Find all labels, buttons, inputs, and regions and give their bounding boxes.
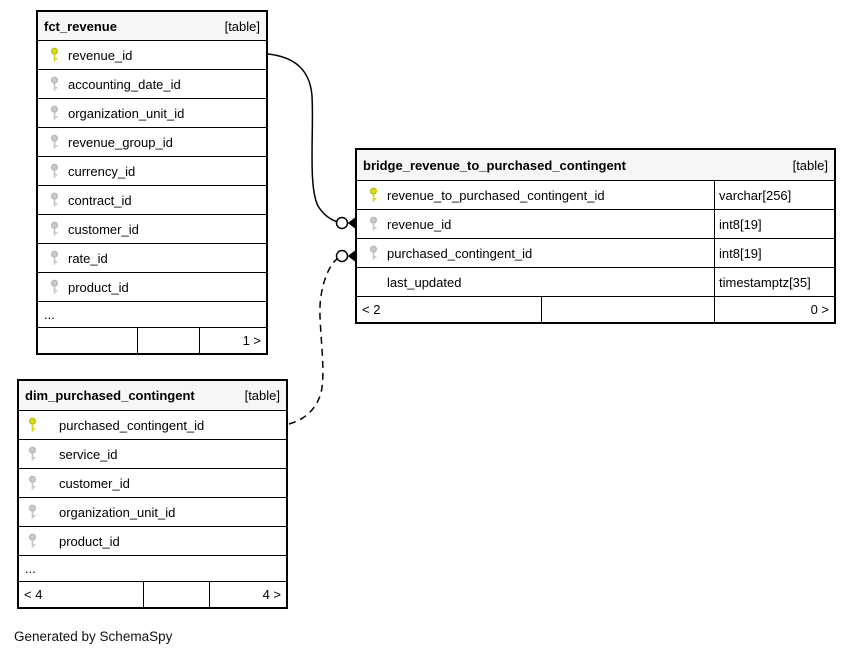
column-row: currency_id [38,156,266,185]
column-row: organization_unit_id [38,98,266,127]
table-bridge-revenue-to-purchased-contingent[interactable]: bridge_revenue_to_purchased_contingent [… [355,148,836,324]
column-type: timestamptz[35] [719,274,811,290]
column-name: organization_unit_id [59,504,176,520]
footer-middle [138,328,200,353]
column-row: revenue_group_id [38,127,266,156]
zero-or-one-circle [335,216,349,230]
footer-middle [144,582,210,607]
table-header[interactable]: bridge_revenue_to_purchased_contingent [… [357,150,834,180]
footer-related-out: 1 > [242,333,261,348]
relationship-dim-purchased-contingent-to-bridge [288,249,355,425]
table-footer: < 4 4 > [19,581,286,607]
primary-key-icon [50,47,59,62]
column-name: purchased_contingent_id [387,245,533,261]
table-header[interactable]: fct_revenue [table] [38,12,266,40]
column-name: product_id [59,533,120,549]
foreign-key-icon [50,134,59,149]
column-name: contract_id [68,192,132,208]
table-name[interactable]: fct_revenue [44,18,117,34]
column-row: rate_id [38,243,266,272]
foreign-key-icon [28,475,37,490]
column-row-purchased-contingent-id: purchased_contingent_id int8[19] [357,238,834,267]
column-name: rate_id [68,250,108,266]
foreign-key-icon [50,76,59,91]
column-row-revenue-id: revenue_id int8[19] [357,209,834,238]
column-type: int8[19] [719,216,762,232]
column-row-last-updated: last_updated timestamptz[35] [357,267,834,296]
column-name: currency_id [68,163,136,179]
column-row-revenue-to-purchased-contingent-id: revenue_to_purchased_contingent_id varch… [357,180,834,209]
foreign-key-icon [50,250,59,265]
column-row: customer_id [38,214,266,243]
primary-key-icon [28,417,37,432]
column-type: int8[19] [719,245,762,261]
table-footer: 1 > [38,327,266,353]
table-footer: < 2 0 > [357,296,834,322]
column-name: accounting_date_id [68,76,181,92]
column-name: customer_id [59,475,130,491]
table-type-badge: [table] [792,157,828,173]
footer-related-out: 4 > [262,587,281,602]
foreign-key-icon [28,533,37,548]
column-name: service_id [59,446,118,462]
fk-arrowhead [347,217,355,229]
foreign-key-icon [369,245,378,260]
foreign-key-icon [50,192,59,207]
column-name: customer_id [68,221,139,237]
table-type-badge: [table] [244,388,280,403]
footer-middle [542,297,715,322]
foreign-key-icon [50,105,59,120]
foreign-key-icon [28,446,37,461]
fk-arrowhead [347,250,355,262]
footer-related-out: 0 > [810,302,829,317]
column-row: accounting_date_id [38,69,266,98]
column-name: revenue_id [387,216,452,232]
column-name: last_updated [387,274,462,290]
generated-by-credit: Generated by SchemaSpy [14,629,173,644]
column-row: product_id [19,526,286,555]
column-row: organization_unit_id [19,497,286,526]
column-row-revenue-id: revenue_id [38,40,266,69]
table-type-badge: [table] [224,18,260,34]
foreign-key-icon [50,163,59,178]
column-name: purchased_contingent_id [59,417,205,433]
more-columns-ellipsis: ... [38,301,266,327]
column-row: customer_id [19,468,286,497]
relationship-fct-revenue-to-bridge [267,53,355,230]
foreign-key-icon [50,279,59,294]
more-columns-ellipsis: ... [19,555,286,581]
foreign-key-icon [369,216,378,231]
column-row-purchased-contingent-id: purchased_contingent_id [19,410,286,439]
table-name[interactable]: bridge_revenue_to_purchased_contingent [363,157,626,173]
column-row: product_id [38,272,266,301]
table-header[interactable]: dim_purchased_contingent [table] [19,381,286,410]
column-name: revenue_to_purchased_contingent_id [387,187,605,203]
table-name[interactable]: dim_purchased_contingent [25,388,195,403]
column-name: revenue_group_id [68,134,173,150]
primary-key-icon [369,187,378,202]
table-fct-revenue[interactable]: fct_revenue [table] revenue_id accountin… [36,10,268,355]
footer-related-in: < 2 [357,297,542,322]
footer-related-in: < 4 [19,582,144,607]
footer-related-in [38,328,138,353]
foreign-key-icon [28,504,37,519]
column-name: organization_unit_id [68,105,185,121]
column-name: product_id [68,279,129,295]
column-row: contract_id [38,185,266,214]
column-row: service_id [19,439,286,468]
table-dim-purchased-contingent[interactable]: dim_purchased_contingent [table] purchas… [17,379,288,609]
column-type: varchar[256] [719,187,792,203]
foreign-key-icon [50,221,59,236]
column-name: revenue_id [68,47,133,63]
zero-or-one-circle [335,249,349,263]
